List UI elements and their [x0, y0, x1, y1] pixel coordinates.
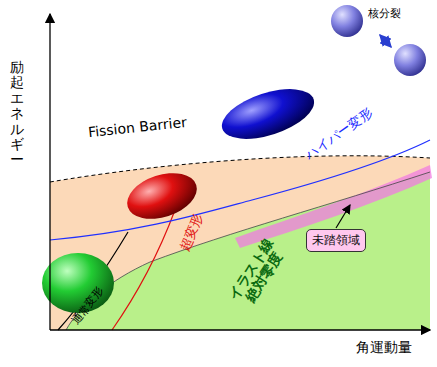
- curve-label: Fission Barrier: [87, 115, 187, 141]
- axis-label: 角運動量: [356, 340, 412, 355]
- axis-label: 励起エネルギー: [10, 60, 24, 168]
- callout-text: 未踏領域: [312, 232, 360, 249]
- annotation: 核分裂: [368, 8, 401, 20]
- callout-box: 未踏領域: [306, 229, 366, 252]
- curve-label: ハイパー変形: [303, 106, 375, 162]
